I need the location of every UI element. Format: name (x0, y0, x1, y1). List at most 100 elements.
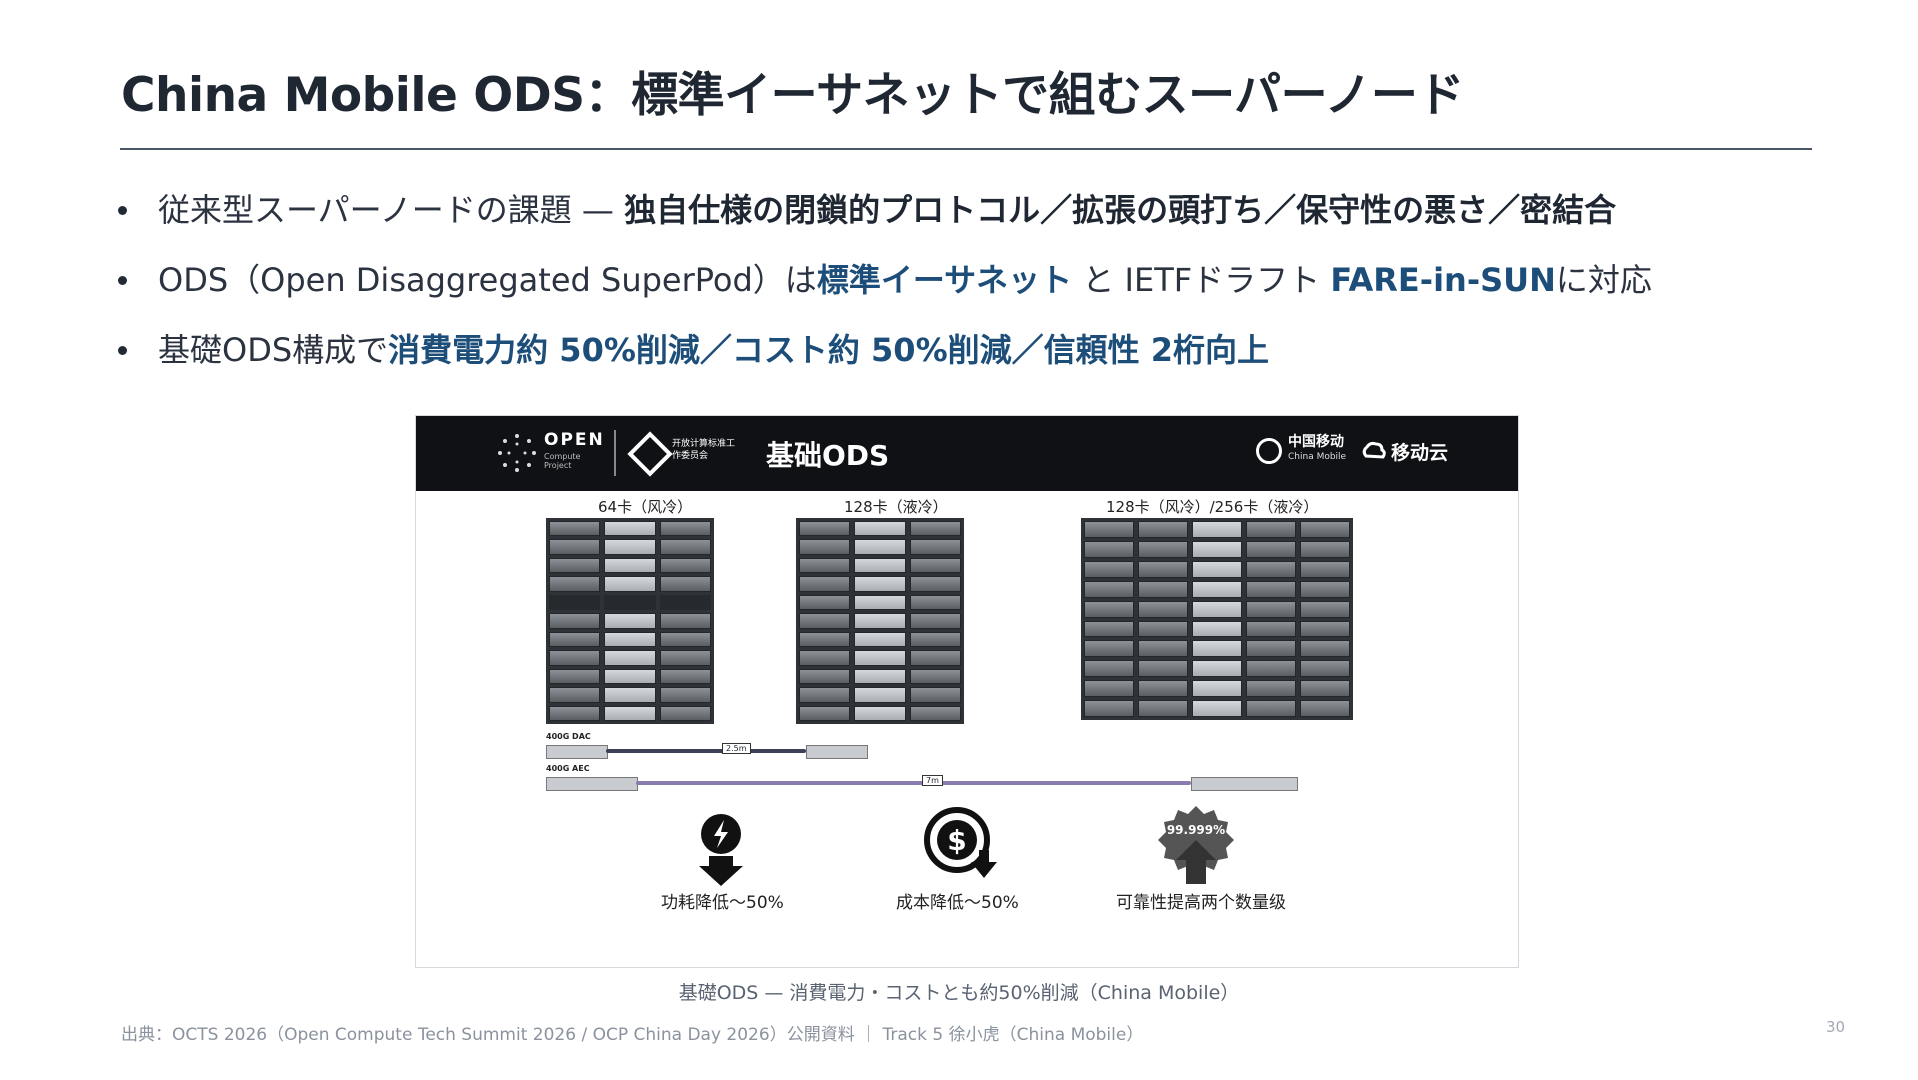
figure-header: OPEN Compute Project 开放计算标准工作委员会 基础ODS 中… (416, 416, 1518, 491)
rack-unit (854, 687, 906, 703)
rack-unit (854, 631, 906, 648)
rack-unit (604, 539, 656, 555)
kpi-label: 可靠性提高两个数量级 (1116, 893, 1286, 913)
ocp-name: OPEN (544, 430, 605, 450)
rack-label: 64卡（风冷） (598, 498, 693, 516)
bullet-item: 基礎ODS構成で消費電力約 50%削減／コスト約 50%削減／信頼性 2桁向上 (118, 328, 1808, 398)
rack-unit (549, 557, 601, 574)
rack-256-liquid (1081, 518, 1353, 720)
source-note: 出典：OCTS 2026（Open Compute Tech Summit 20… (121, 1025, 1144, 1045)
rack-unit (1246, 560, 1296, 578)
rack-128-liquid (796, 518, 964, 724)
rack-unit (604, 594, 656, 611)
rack-unit (604, 521, 656, 537)
rack-unit (1138, 640, 1188, 658)
rack-unit (854, 613, 906, 629)
rack-unit (1300, 660, 1350, 678)
rack-unit (1300, 620, 1350, 638)
rack-unit (549, 631, 601, 648)
rack-unit (799, 521, 851, 537)
rack-unit (1246, 521, 1296, 538)
rack-unit (604, 576, 656, 592)
rack-unit (1192, 680, 1242, 698)
rack-unit (1300, 680, 1350, 698)
rack-column (1138, 521, 1188, 718)
bullet-item: 従来型スーパーノードの課題 — 独自仕様の閉鎖的プロトコル／拡張の頭打ち／保守性… (118, 188, 1808, 258)
rack-unit (799, 668, 851, 685)
bullet-text: ODS（Open Disaggregated SuperPod）は (158, 261, 817, 299)
rack-unit (549, 687, 601, 703)
rack-unit (909, 631, 961, 648)
rack-unit (604, 650, 656, 666)
rack-unit (1138, 660, 1188, 678)
rack-unit (1084, 680, 1134, 698)
rack-unit (604, 705, 656, 721)
rack-unit (799, 631, 851, 648)
rack-unit (1138, 580, 1188, 598)
ocp-subtitle: Compute Project (544, 452, 581, 470)
rack-unit (604, 687, 656, 703)
rack-column (854, 521, 906, 721)
page-number: 30 (1826, 1018, 1846, 1036)
rack-unit (659, 613, 711, 629)
rack-unit (909, 705, 961, 721)
rack-unit (799, 576, 851, 592)
rack-unit (1300, 521, 1350, 538)
bullet-emphasis: 消費電力約 50%削減／コスト約 50%削減／信頼性 2桁向上 (388, 331, 1270, 369)
rack-unit (1138, 521, 1188, 538)
rack-unit (1246, 620, 1296, 638)
rack-unit (854, 668, 906, 685)
rack-unit (1300, 540, 1350, 558)
rack-unit (1084, 540, 1134, 558)
rack-unit (1246, 660, 1296, 678)
rack-unit (1192, 521, 1242, 538)
rack-unit (1084, 660, 1134, 678)
rack-unit (604, 557, 656, 574)
rack-unit (604, 631, 656, 648)
rack-unit (659, 668, 711, 685)
cable-length: 2.5m (722, 743, 751, 754)
rack-unit (799, 557, 851, 574)
rack-unit (1084, 580, 1134, 598)
rack-column (549, 521, 601, 721)
rack-unit (659, 631, 711, 648)
figure-caption: 基礎ODS — 消費電力・コストとも約50%削減（China Mobile） (678, 982, 1240, 1004)
china-mobile-name: 中国移动 (1288, 434, 1344, 450)
aec-cable (636, 781, 1191, 785)
power-down-icon (699, 814, 743, 886)
rack-unit (549, 613, 601, 629)
rack-column (1192, 521, 1242, 718)
rack-unit (799, 705, 851, 721)
rack-column (799, 521, 851, 721)
rack-unit (1246, 540, 1296, 558)
rack-unit (1300, 640, 1350, 658)
rack-unit (659, 557, 711, 574)
bullet-text: 基礎ODS構成で (158, 331, 389, 369)
cable-connector (1191, 777, 1298, 791)
rack-unit (854, 576, 906, 592)
rack-unit (1300, 580, 1350, 598)
diamond-logo-icon (627, 431, 673, 477)
rack-unit (659, 539, 711, 555)
bullet-emphasis: FARE-in-SUN (1330, 261, 1556, 299)
cable-connector (546, 777, 638, 791)
china-mobile-logo-icon (1256, 438, 1282, 464)
rack-unit (1192, 600, 1242, 618)
rack-unit (659, 521, 711, 537)
rack-unit (799, 687, 851, 703)
rack-unit (659, 576, 711, 592)
rack-unit (1084, 640, 1134, 658)
rack-unit (659, 687, 711, 703)
rack-unit (549, 576, 601, 592)
rack-unit (854, 650, 906, 666)
rack-unit (1084, 620, 1134, 638)
rack-unit (909, 539, 961, 555)
rack-unit (909, 650, 961, 666)
rack-unit (1192, 540, 1242, 558)
cable-connector (546, 745, 608, 759)
rack-label: 128卡（液冷） (844, 498, 948, 516)
kpi-label: 功耗降低～50% (661, 893, 784, 913)
ods-figure: OPEN Compute Project 开放计算标准工作委员会 基础ODS 中… (415, 415, 1519, 968)
rack-unit (1192, 620, 1242, 638)
rack-unit (1084, 560, 1134, 578)
